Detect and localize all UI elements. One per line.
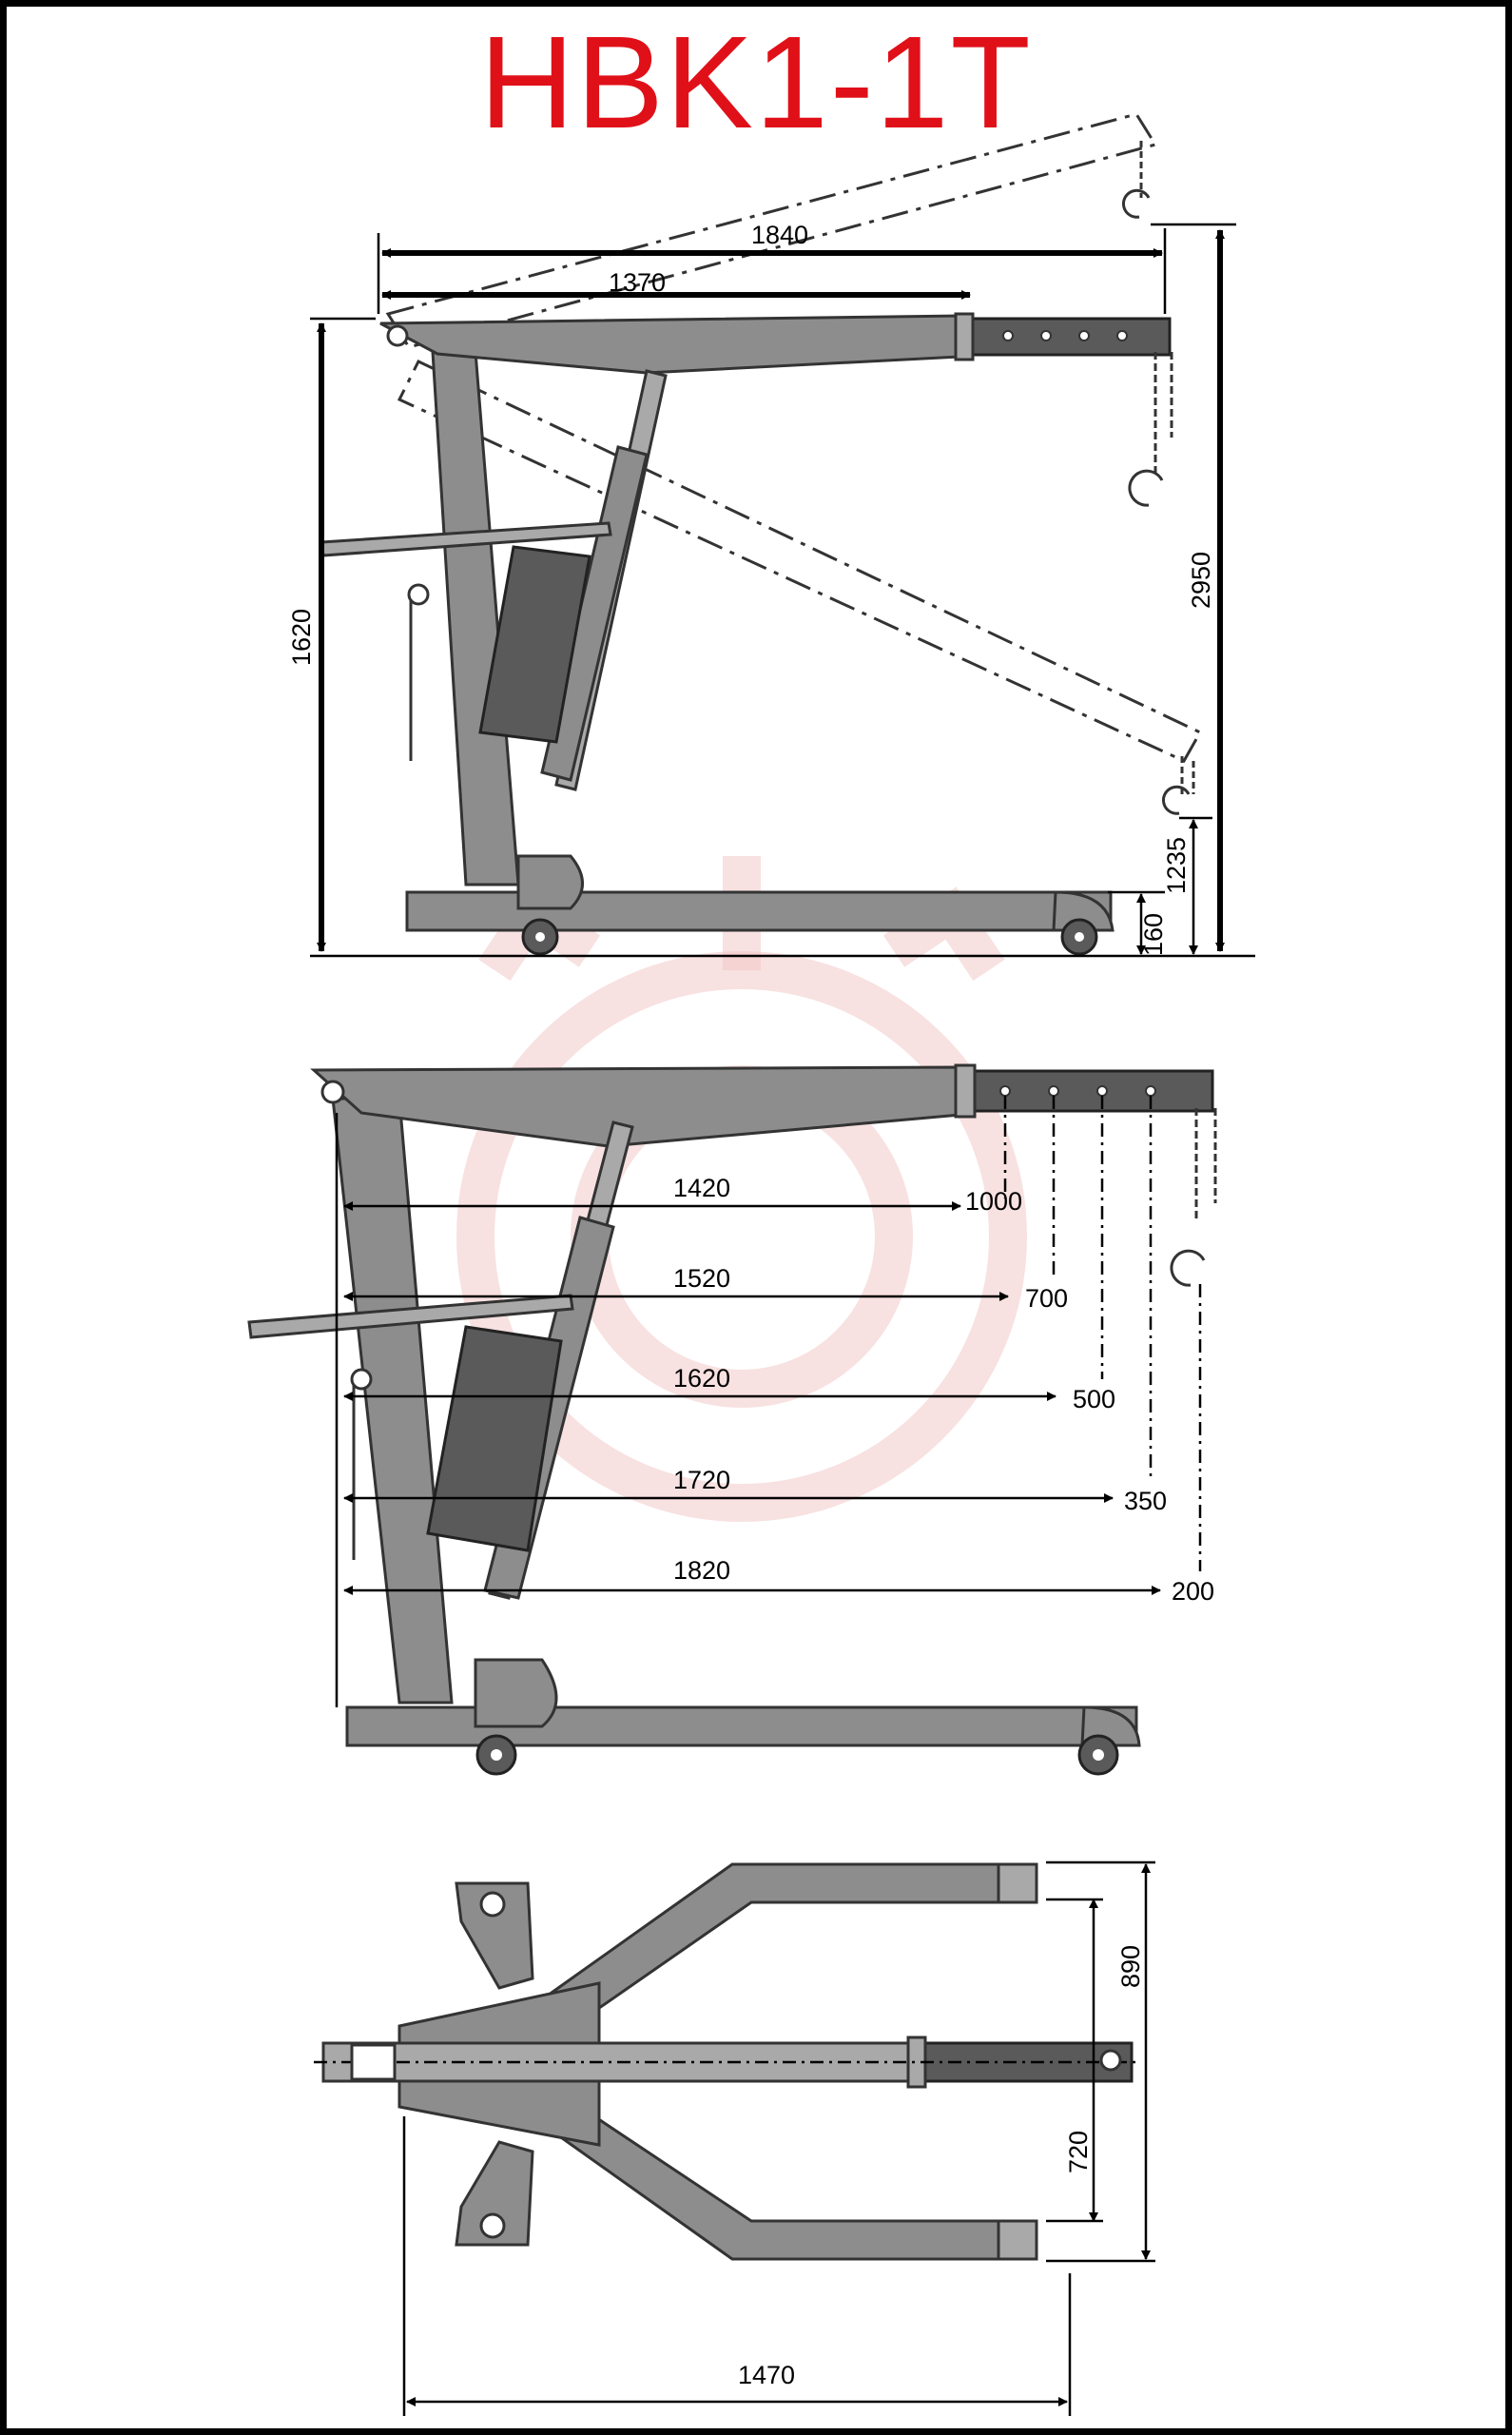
load-350: 350 bbox=[1124, 1487, 1167, 1515]
load-1000: 1000 bbox=[965, 1187, 1022, 1216]
dim-min-lift-height: 1235 bbox=[1162, 837, 1191, 894]
reach-1820: 1820 bbox=[673, 1556, 730, 1585]
main-boom bbox=[379, 314, 962, 375]
dim-boom-min-reach: 1370 bbox=[609, 268, 666, 297]
hook-icon bbox=[1128, 469, 1164, 507]
top-view: 890 720 1470 bbox=[314, 1860, 1155, 2416]
front-wheel-icon-2 bbox=[475, 1734, 517, 1776]
reach-1520: 1520 bbox=[673, 1264, 730, 1293]
load-chart-view: 1420 1520 1620 1720 1820 1000 700 500 35… bbox=[247, 1063, 1217, 1776]
dim-boom-max-reach: 1840 bbox=[751, 221, 808, 249]
pump-handle-2 bbox=[247, 1294, 574, 1339]
main-boom-2 bbox=[310, 1065, 962, 1148]
pump-reservoir bbox=[478, 545, 591, 744]
hook-icon-2 bbox=[1170, 1249, 1206, 1287]
reach-1720: 1720 bbox=[673, 1466, 730, 1494]
rear-wheel-icon-2 bbox=[1077, 1734, 1119, 1776]
side-view: 1840 1370 1620 2950 1235 160 bbox=[287, 112, 1255, 958]
pump-reservoir-2 bbox=[426, 1325, 563, 1552]
base-leg-2 bbox=[345, 1705, 1138, 1747]
lowered-boom-outline bbox=[397, 360, 1203, 763]
raised-hook-icon bbox=[1121, 141, 1151, 219]
rear-wheel-icon bbox=[1060, 918, 1098, 956]
lift-chain-2 bbox=[1194, 1108, 1217, 1222]
mast-2 bbox=[331, 1097, 454, 1704]
dim-outer-leg-width: 890 bbox=[1116, 1945, 1145, 1988]
lowered-hook-icon bbox=[1161, 756, 1195, 815]
lower-leg bbox=[549, 2105, 1038, 2261]
front-wheel-icon bbox=[521, 918, 559, 956]
dim-inner-leg-width: 720 bbox=[1064, 2131, 1093, 2173]
boom-extension bbox=[959, 317, 1172, 357]
boom-extension-2 bbox=[959, 1069, 1214, 1113]
reach-1620: 1620 bbox=[673, 1364, 730, 1393]
load-700: 700 bbox=[1025, 1284, 1068, 1313]
base-leg bbox=[405, 890, 1113, 932]
load-200: 200 bbox=[1172, 1577, 1214, 1606]
reach-1420: 1420 bbox=[673, 1174, 730, 1202]
dim-overall-height: 1620 bbox=[287, 609, 316, 666]
model-title: HBK1-1T bbox=[479, 10, 1033, 156]
dim-max-lift-height: 2950 bbox=[1187, 552, 1215, 609]
load-500: 500 bbox=[1073, 1385, 1115, 1413]
lift-chain bbox=[1153, 352, 1173, 476]
upper-leg bbox=[549, 1862, 1038, 2023]
dim-base-length: 1470 bbox=[738, 2361, 795, 2389]
dim-base-height: 160 bbox=[1139, 913, 1168, 956]
